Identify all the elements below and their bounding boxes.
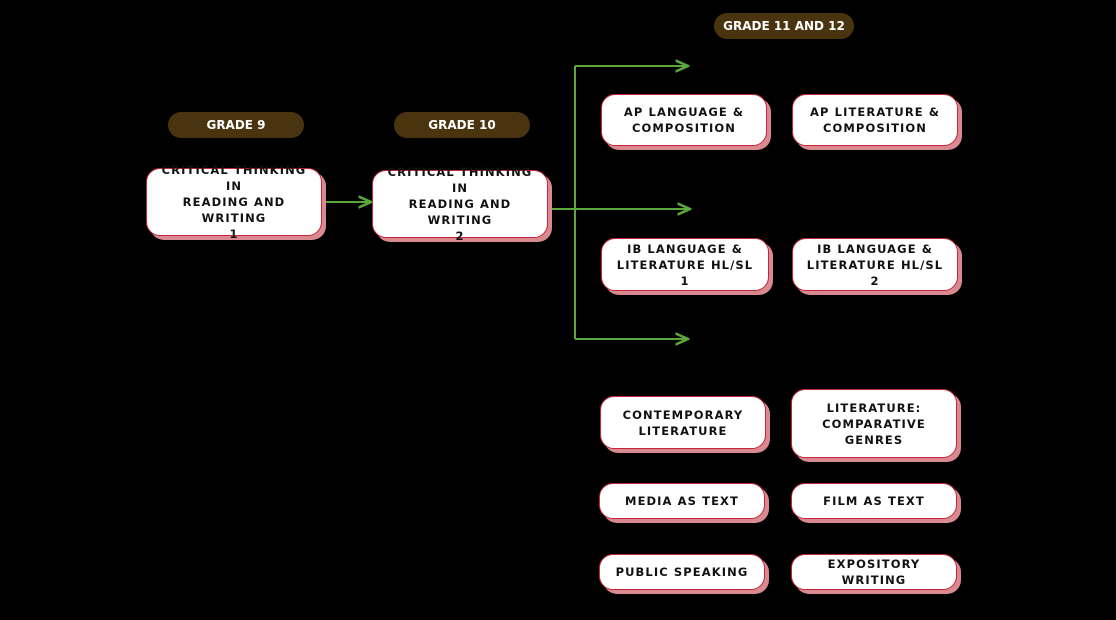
course-media-as-text: MEDIA AS TEXT — [599, 483, 765, 519]
course-critical-thinking-2: CRITICAL THINKING IN READING AND WRITING… — [372, 165, 548, 243]
grade-9-label: GRADE 9 — [168, 112, 304, 138]
course-ib-language-2: IB LANGUAGE & LITERATURE HL/SL 2 — [792, 238, 958, 291]
course-expository-writing: EXPOSITORY WRITING — [791, 554, 957, 590]
course-comparative-genres: LITERATURE: COMPARATIVE GENRES — [791, 389, 957, 458]
course-film-as-text: FILM AS TEXT — [791, 483, 957, 519]
course-contemporary-literature: CONTEMPORARY LITERATURE — [600, 396, 766, 449]
grade-10-label: GRADE 10 — [394, 112, 530, 138]
course-ap-language: AP LANGUAGE & COMPOSITION — [601, 94, 767, 146]
grade-11-12-label: GRADE 11 AND 12 — [714, 13, 854, 39]
course-public-speaking: PUBLIC SPEAKING — [599, 554, 765, 590]
course-critical-thinking-1: CRITICAL THINKING IN READING AND WRITING… — [146, 163, 322, 241]
course-ap-literature: AP LITERATURE & COMPOSITION — [792, 94, 958, 146]
course-ib-language-1: IB LANGUAGE & LITERATURE HL/SL 1 — [601, 238, 769, 291]
